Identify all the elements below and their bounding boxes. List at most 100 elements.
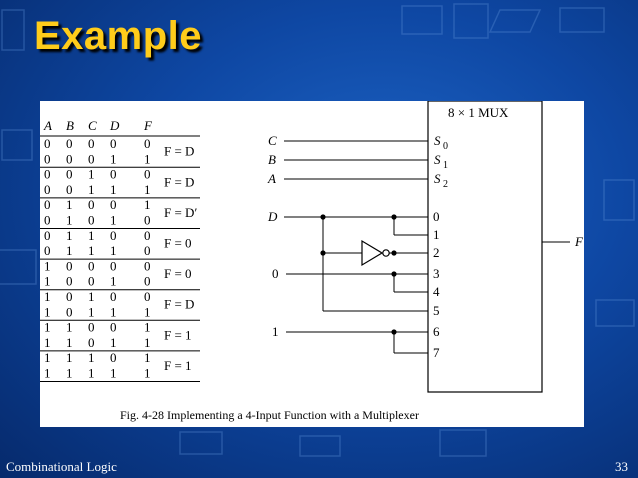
- select-signal-b: B: [268, 152, 276, 167]
- truth-table-cell: 1: [44, 320, 51, 335]
- truth-table-cell: 1: [88, 182, 95, 197]
- truth-table-cell: 1: [110, 182, 117, 197]
- truth-table-cell: 1: [144, 350, 151, 365]
- truth-table-header-d: D: [109, 118, 120, 133]
- data-pin-label: 4: [433, 284, 440, 299]
- truth-table-cell: 0: [144, 289, 151, 304]
- output-f-label: F: [574, 234, 584, 249]
- truth-table-cell: 1: [144, 151, 151, 166]
- truth-table-cell: 1: [144, 182, 151, 197]
- data-pin-label: 3: [433, 266, 440, 281]
- truth-table-cell: 1: [66, 213, 73, 228]
- truth-table-cell: 1: [110, 213, 117, 228]
- truth-table-pair-function: F = D: [164, 144, 194, 159]
- data-pin-label: 1: [433, 227, 440, 242]
- truth-table-cell: 0: [88, 197, 95, 212]
- truth-table-cell: 1: [110, 335, 117, 350]
- select-pin-subscript: 2: [443, 179, 448, 190]
- truth-table-cell: 0: [66, 274, 73, 289]
- truth-table-cell: 1: [144, 366, 151, 381]
- truth-table-cell: 0: [88, 258, 95, 273]
- truth-table-cell: 0: [66, 151, 73, 166]
- truth-table-cell: 0: [44, 228, 51, 243]
- inverter-bubble: [382, 249, 390, 257]
- truth-table-cell: 1: [44, 335, 51, 350]
- truth-table-cell: 0: [44, 213, 51, 228]
- truth-table-cell: 1: [88, 304, 95, 319]
- truth-table-header-a: A: [43, 118, 52, 133]
- slide-title: Example: [34, 14, 203, 58]
- truth-table-pair-function: F = D: [164, 174, 194, 189]
- footer-topic: Combinational Logic: [6, 459, 117, 474]
- truth-table-cell: 0: [144, 213, 151, 228]
- truth-table-header-c: C: [88, 118, 97, 133]
- truth-table-cell: 0: [110, 167, 117, 182]
- truth-table-pair-function: F = 0: [164, 235, 192, 250]
- truth-table-cell: 1: [66, 350, 73, 365]
- truth-table-cell: 1: [144, 197, 151, 212]
- truth-table-cell: 0: [144, 258, 151, 273]
- truth-table-cell: 1: [88, 243, 95, 258]
- truth-table-cell: 0: [66, 258, 73, 273]
- mux-label: 8 × 1 MUX: [448, 105, 509, 120]
- truth-table-cell: 0: [44, 167, 51, 182]
- truth-table-cell: 1: [66, 197, 73, 212]
- truth-table-cell: 0: [44, 182, 51, 197]
- truth-table-cell: 0: [66, 289, 73, 304]
- truth-table-cell: 0: [144, 167, 151, 182]
- truth-table-cell: 1: [44, 274, 51, 289]
- data-pin-label: 6: [433, 324, 440, 339]
- mux-block: [427, 100, 543, 393]
- junction-zero: [391, 271, 397, 277]
- truth-table-cell: 1: [144, 320, 151, 335]
- truth-table-cell: 0: [110, 258, 117, 273]
- truth-table-pair-function: F = 1: [164, 358, 192, 373]
- truth-table-cell: 0: [144, 136, 151, 151]
- data-pin-label: 5: [433, 303, 440, 318]
- truth-table-cell: 1: [144, 335, 151, 350]
- data-pin-label: 0: [433, 209, 440, 224]
- truth-table-cell: 0: [110, 197, 117, 212]
- data-pin-label: 7: [433, 345, 440, 360]
- truth-table-cell: 1: [88, 350, 95, 365]
- truth-table-cell: 0: [44, 136, 51, 151]
- truth-table-cell: 1: [88, 366, 95, 381]
- select-signal-a: A: [267, 171, 276, 186]
- truth-table-cell: 1: [44, 366, 51, 381]
- figure-caption: Fig. 4-28 Implementing a 4-Input Functio…: [120, 408, 419, 422]
- truth-table-cell: 0: [44, 197, 51, 212]
- input-one-label: 1: [272, 324, 279, 339]
- truth-table-pair-function: F = 0: [164, 266, 192, 281]
- select-pin-label: S: [434, 171, 441, 186]
- select-pin-subscript: 0: [443, 141, 448, 152]
- truth-table-cell: 1: [110, 274, 117, 289]
- truth-table-cell: 0: [110, 136, 117, 151]
- junction-one: [391, 329, 397, 335]
- truth-table-pair-function: F = D′: [164, 205, 197, 220]
- truth-table-cell: 0: [88, 151, 95, 166]
- truth-table-cell: 1: [88, 228, 95, 243]
- truth-table-cell: 1: [66, 243, 73, 258]
- truth-table-cell: 0: [88, 335, 95, 350]
- truth-table-cell: 0: [66, 167, 73, 182]
- data-pin-label: 2: [433, 245, 440, 260]
- truth-table-cell: 0: [66, 304, 73, 319]
- truth-table-cell: 1: [110, 243, 117, 258]
- select-signal-c: C: [268, 133, 277, 148]
- truth-table-cell: 1: [66, 366, 73, 381]
- truth-table-cell: 0: [66, 182, 73, 197]
- select-pin-label: S: [434, 152, 441, 167]
- select-pin-label: S: [434, 133, 441, 148]
- truth-table-cell: 1: [66, 320, 73, 335]
- truth-table-header-b: B: [66, 118, 74, 133]
- truth-table-cell: 0: [66, 136, 73, 151]
- truth-table-header-f: F: [143, 118, 153, 133]
- truth-table-cell: 0: [88, 320, 95, 335]
- truth-table-cell: 0: [144, 243, 151, 258]
- truth-table-cell: 0: [88, 136, 95, 151]
- input-zero-label: 0: [272, 266, 279, 281]
- truth-table-cell: 1: [44, 304, 51, 319]
- truth-table-cell: 1: [144, 304, 151, 319]
- truth-table-cell: 0: [144, 274, 151, 289]
